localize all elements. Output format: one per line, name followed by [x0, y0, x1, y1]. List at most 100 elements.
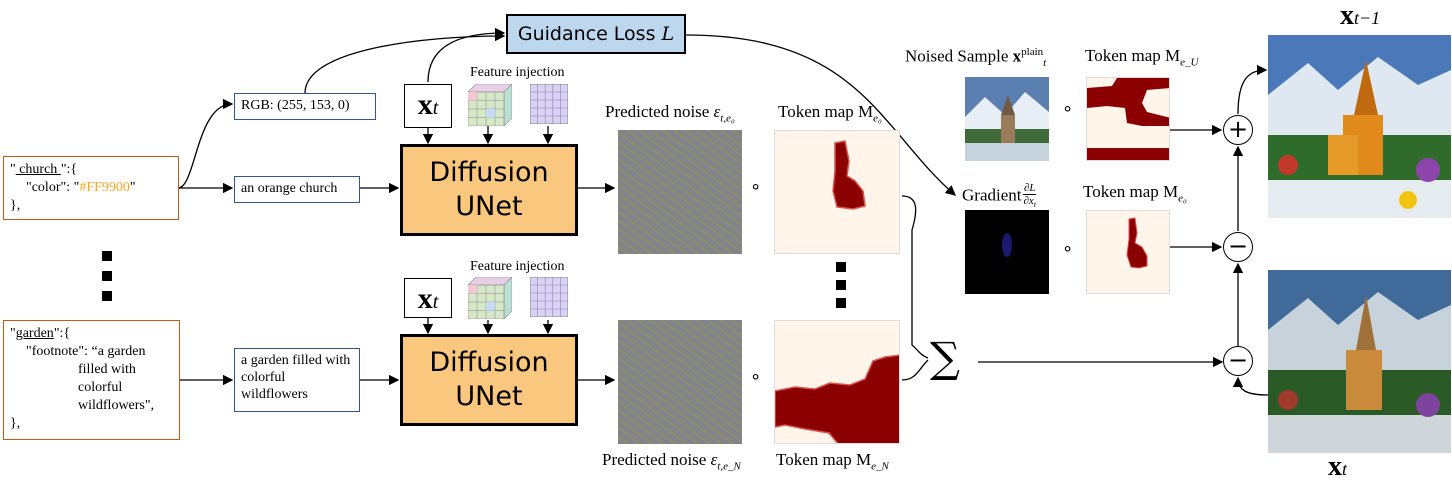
json-footnote-line: "footnote": “a garden	[26, 344, 146, 359]
prompt-church-box: an orange church	[234, 176, 360, 203]
minus-operator-mid: −	[1223, 232, 1253, 262]
plus-operator: +	[1223, 115, 1253, 145]
arrow-guidance-to-gradient	[685, 34, 956, 196]
compose-operator: ∘	[750, 176, 762, 196]
xt-symbol: x	[417, 88, 433, 121]
ellipsis-dot	[836, 298, 846, 308]
m-symbol: M	[856, 450, 872, 469]
m-symbol: M	[1165, 46, 1181, 65]
json-church-box: " church ":{ "color": "#FF9900" },	[3, 156, 179, 220]
arrow-rgb-to-guidance	[304, 30, 506, 94]
token-map-label-eN: Token map Me_N	[776, 450, 889, 472]
token-map-text: Token map	[1083, 182, 1164, 201]
xt-symbol: x	[417, 282, 433, 315]
output-image-top	[1268, 35, 1451, 218]
predicted-noise-image-top	[618, 130, 742, 254]
json-key-church: church	[15, 162, 61, 177]
quote: "	[10, 162, 16, 177]
json-key-garden: garden	[15, 326, 54, 341]
ellipsis-dot	[836, 262, 846, 272]
compose-operator: ∘	[1062, 238, 1074, 258]
output-symbol: x	[1340, 0, 1354, 31]
json-garden-box: "garden":{ "footnote": “a garden filled …	[3, 320, 180, 440]
token-map-text: Token map	[776, 450, 857, 469]
predicted-noise-text: Predicted noise	[602, 450, 711, 469]
noised-sample-image	[965, 77, 1049, 161]
ellipsis-dot	[102, 291, 112, 301]
gradient-label: Gradient∂L∂xt	[962, 182, 1037, 211]
unet-label: Diffusion	[429, 157, 549, 188]
xt-subscript: t	[432, 97, 439, 119]
predicted-noise-label-bottom: Predicted noise εt,e_N	[602, 450, 741, 472]
m-subscript: e_U	[1180, 56, 1199, 69]
noised-sample-text: Noised Sample	[905, 46, 1013, 66]
arrow-xt-to-guidance	[427, 27, 506, 83]
noised-symbol: x	[1012, 46, 1022, 66]
compose-operator: ∘	[1062, 98, 1074, 118]
token-map-label-e0: Token map Me₀	[778, 102, 882, 124]
feature-grid-icon	[529, 276, 569, 322]
predicted-noise-image-bottom	[618, 320, 742, 444]
m-symbol: M	[1163, 182, 1179, 201]
predicted-noise-text: Predicted noise	[605, 102, 714, 121]
json-close: },	[10, 198, 21, 213]
ellipsis-dot	[836, 280, 846, 290]
compose-operator: ∘	[750, 366, 762, 386]
token-map-church	[774, 130, 900, 254]
xt-subscript: t	[432, 291, 439, 313]
sum-operator: ∑	[930, 333, 960, 382]
gradient-denominator-subscript: t	[1033, 200, 1037, 210]
feature-injection-label-top: Feature injection	[470, 65, 565, 80]
predicted-noise-label-top: Predicted noise εt,e₀	[605, 102, 735, 124]
json-brace: ":{	[53, 326, 71, 341]
feature-grid-icon	[529, 83, 569, 129]
token-map-text: Token map	[1085, 46, 1166, 65]
token-map-label-eU: Token map Me_U	[1085, 46, 1198, 68]
diffusion-unet-top: Diffusion UNet	[400, 144, 578, 236]
diffusion-unet-bottom: Diffusion UNet	[400, 334, 578, 426]
token-map-text: Token map	[778, 102, 859, 121]
output-image-bottom	[1268, 270, 1451, 453]
json-quote: "	[129, 180, 136, 195]
token-map-unconstrained	[1086, 77, 1170, 161]
unet-label: UNet	[455, 381, 523, 412]
output-subscript: t−1	[1354, 8, 1381, 28]
gradient-numerator: ∂L	[1023, 182, 1037, 195]
eps-subscript: t,e₀	[720, 112, 735, 125]
output-symbol: x	[1328, 451, 1342, 482]
json-footnote-line: filled with	[78, 362, 136, 377]
token-map-garden	[774, 320, 900, 444]
minus-operator-bottom: −	[1223, 346, 1253, 376]
eps-subscript: t,e_N	[717, 460, 741, 473]
feature-injection-label-bottom: Feature injection	[470, 259, 565, 274]
m-subscript: e_N	[871, 460, 889, 473]
json-footnote-line: colorful	[78, 380, 123, 395]
bracket-top	[901, 195, 929, 359]
gradient-text: Gradient	[962, 185, 1022, 205]
noised-subscript: t	[1043, 57, 1047, 70]
token-map-label-e0-right: Token map Me₀	[1083, 182, 1187, 204]
unet-label: UNet	[455, 191, 523, 222]
gradient-denominator: ∂x	[1023, 195, 1034, 207]
guidance-loss-symbol: L	[661, 23, 675, 45]
json-close: },	[10, 416, 21, 431]
output-label-bottom: xt	[1328, 451, 1347, 483]
gradient-image	[965, 210, 1049, 294]
noised-sample-label: Noised Sample xplaint	[905, 46, 1046, 69]
prompt-garden-box: a garden filled with colorful wildflower…	[234, 348, 360, 412]
token-map-church-small	[1086, 210, 1170, 294]
feature-cube-icon	[467, 83, 513, 131]
json-footnote-line: wildflowers",	[78, 398, 155, 413]
m-subscript: e₀	[873, 112, 882, 125]
output-label-top: xt−1	[1340, 0, 1380, 32]
noised-superscript: plain	[1021, 46, 1044, 58]
m-symbol: M	[858, 102, 874, 121]
xt-input-top: xt	[404, 84, 452, 128]
m-subscript: e₀	[1178, 192, 1187, 205]
gradient-fraction: ∂L∂xt	[1023, 182, 1037, 211]
xt-input-bottom: xt	[404, 278, 452, 318]
eps-symbol: ε	[713, 102, 721, 121]
quote: "	[10, 326, 16, 341]
output-subscript: t	[1342, 459, 1348, 479]
